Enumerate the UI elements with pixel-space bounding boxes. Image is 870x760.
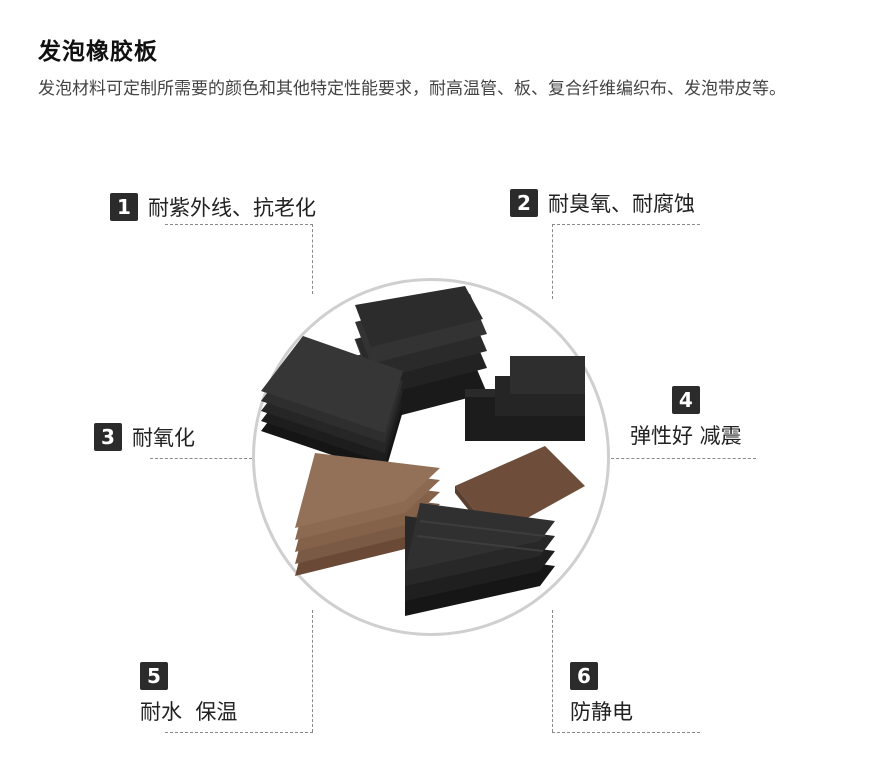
foam-sheets-illustration xyxy=(261,286,585,616)
feature-label: 耐臭氧、耐腐蚀 xyxy=(548,192,695,216)
feature-5: 5 耐水 保温 xyxy=(140,662,237,726)
black-foam-stack-bottom xyxy=(405,503,555,616)
feature-6: 6 防静电 xyxy=(570,662,633,726)
feature-label: 弹性好 减震 xyxy=(630,424,742,448)
black-foam-sheets-left xyxy=(261,336,403,473)
connector-line-2-vertical xyxy=(552,224,553,299)
connector-line-4 xyxy=(606,458,756,459)
feature-number-badge: 3 xyxy=(94,423,122,451)
feature-number-badge: 1 xyxy=(110,193,138,221)
feature-label: 耐紫外线、抗老化 xyxy=(148,196,316,220)
feature-1: 1 耐紫外线、抗老化 xyxy=(110,192,316,222)
feature-3: 3 耐氧化 xyxy=(94,422,195,452)
feature-number-badge: 5 xyxy=(140,662,168,690)
feature-label: 耐水 保温 xyxy=(140,700,238,724)
feature-2: 2 耐臭氧、耐腐蚀 xyxy=(510,188,695,218)
page-description: 发泡材料可定制所需要的颜色和其他特定性能要求，耐高温管、板、复合纤维编织布、发泡… xyxy=(38,79,786,99)
feature-number-badge: 4 xyxy=(671,386,700,414)
feature-number-badge: 6 xyxy=(570,662,598,690)
connector-line-2 xyxy=(552,224,700,225)
feature-4: 4 弹性好 减震 xyxy=(630,386,742,450)
brown-foam-stack-left xyxy=(295,453,440,576)
black-foam-blocks-right xyxy=(465,356,585,441)
product-circle xyxy=(252,278,610,636)
connector-line-1 xyxy=(165,224,313,225)
feature-label: 防静电 xyxy=(570,700,633,724)
feature-label: 耐氧化 xyxy=(132,426,195,450)
connector-line-6 xyxy=(552,732,700,733)
feature-number-badge: 2 xyxy=(510,189,538,217)
connector-line-3 xyxy=(150,458,252,459)
connector-line-1-vertical xyxy=(312,224,313,294)
page-title: 发泡橡胶板 xyxy=(38,39,158,65)
connector-line-5 xyxy=(165,732,313,733)
connector-line-5-vertical xyxy=(312,610,313,732)
connector-line-6-vertical xyxy=(552,610,553,732)
